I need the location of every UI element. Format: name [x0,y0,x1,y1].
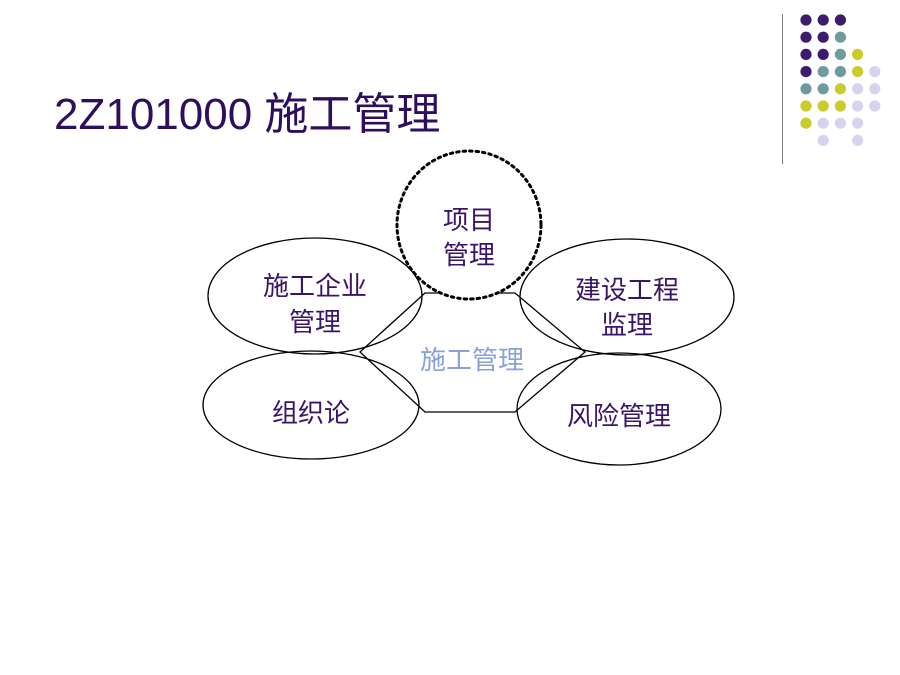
node-label-enterprise-line2: 管理 [289,308,341,338]
node-ellipse-risk [516,352,722,466]
node-label-project-line2: 管理 [443,241,495,271]
slide-title: 2Z101000 施工管理 [54,90,441,139]
divider-line [782,14,783,164]
node-ellipse-enterprise [207,237,423,355]
node-ellipse-project [395,149,543,301]
center-hexagon [359,292,587,413]
node-ellipse-supervision [519,238,735,356]
node-ellipse-organization [202,350,420,460]
node-label-supervision-line2: 监理 [601,311,653,341]
node-label-organization: 组织论 [272,399,350,429]
node-label-project-line1: 项目 [443,206,495,236]
center-label: 施工管理 [420,346,524,376]
node-label-supervision-line1: 建设工程 [575,276,679,306]
node-label-enterprise-line1: 施工企业 [263,272,367,302]
node-label-risk: 风险管理 [567,402,671,432]
